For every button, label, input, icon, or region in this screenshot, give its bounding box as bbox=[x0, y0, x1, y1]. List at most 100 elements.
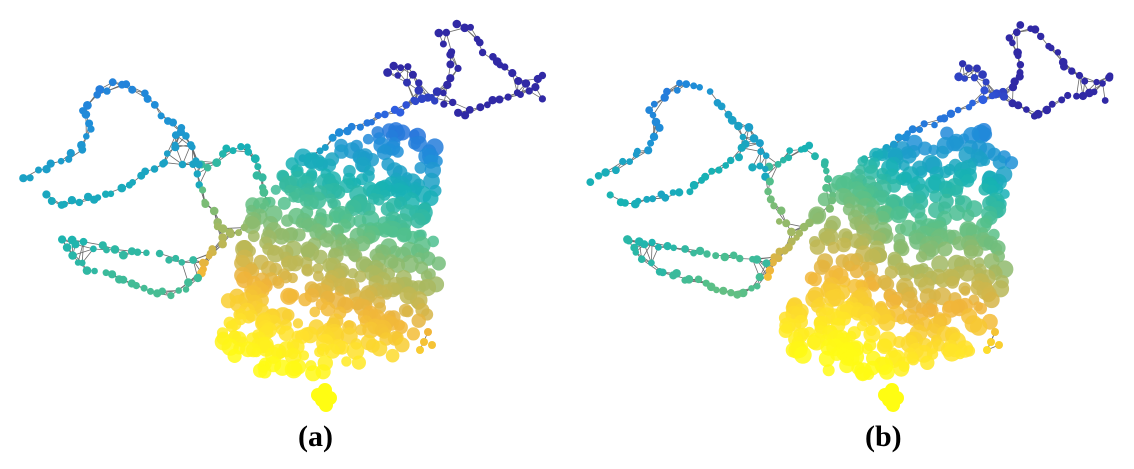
graph-node bbox=[1016, 21, 1025, 29]
graph-node bbox=[178, 259, 186, 266]
graph-node bbox=[237, 143, 245, 151]
graph-node bbox=[172, 254, 180, 262]
graph-node bbox=[396, 108, 405, 117]
graph-node bbox=[1054, 49, 1062, 56]
graph-node bbox=[150, 101, 159, 109]
graph-node bbox=[159, 160, 167, 168]
graph-node bbox=[696, 84, 703, 91]
graph-node bbox=[931, 121, 938, 129]
graph-node bbox=[273, 228, 290, 245]
graph-node bbox=[182, 132, 190, 140]
graph-node bbox=[373, 194, 385, 206]
graph-node bbox=[298, 292, 312, 307]
graph-node bbox=[420, 270, 433, 282]
graph-node bbox=[908, 125, 917, 134]
graph-node bbox=[404, 63, 412, 71]
graph-node bbox=[47, 197, 56, 205]
graph-node bbox=[777, 206, 786, 215]
graph-node bbox=[824, 289, 842, 307]
graph-node bbox=[861, 343, 873, 355]
graph-node bbox=[305, 365, 322, 382]
graph-node bbox=[836, 237, 851, 253]
graph-node bbox=[991, 328, 999, 336]
graph-node bbox=[484, 101, 491, 109]
graph-node bbox=[868, 281, 880, 292]
graph-node bbox=[1105, 73, 1114, 82]
graph-node bbox=[982, 78, 990, 86]
graph-node bbox=[127, 247, 136, 256]
graph-node bbox=[669, 271, 678, 280]
graph-node bbox=[753, 282, 761, 290]
graph-node bbox=[406, 327, 420, 341]
graph-node bbox=[619, 157, 627, 166]
graph-node bbox=[371, 340, 388, 357]
graph-node bbox=[946, 109, 956, 119]
graph-node bbox=[418, 279, 437, 297]
graph-node bbox=[143, 249, 150, 257]
graph-node bbox=[465, 106, 474, 114]
graph-node bbox=[787, 227, 796, 237]
graph-node bbox=[195, 181, 203, 189]
graph-node bbox=[278, 325, 295, 342]
graph-node bbox=[1064, 91, 1072, 100]
graph-node bbox=[411, 97, 420, 106]
graph-node bbox=[896, 242, 910, 257]
graph-node bbox=[258, 365, 272, 379]
graph-node bbox=[818, 350, 835, 367]
graph-node bbox=[312, 263, 324, 274]
graph-node bbox=[182, 286, 190, 293]
graph-node bbox=[936, 145, 949, 159]
graph-node bbox=[431, 97, 439, 105]
graph-node bbox=[222, 144, 231, 153]
graph-node bbox=[205, 252, 213, 260]
graph-node bbox=[706, 88, 714, 95]
graph-node bbox=[415, 79, 423, 87]
graph-node bbox=[85, 119, 94, 128]
graph-node bbox=[893, 360, 910, 377]
graph-node bbox=[983, 346, 991, 354]
graph-node bbox=[71, 240, 80, 249]
graph-node bbox=[958, 264, 976, 282]
graph-node bbox=[394, 72, 402, 79]
graph-node bbox=[809, 239, 826, 255]
graph-node bbox=[218, 239, 227, 249]
graph-node bbox=[626, 158, 633, 166]
graph-node bbox=[394, 337, 410, 353]
graph-node bbox=[411, 313, 426, 328]
graph-node bbox=[1048, 100, 1056, 108]
graph-node bbox=[280, 287, 298, 305]
graph-node bbox=[752, 255, 762, 264]
graph-node bbox=[886, 398, 900, 412]
graph-node bbox=[896, 313, 908, 325]
graph-node bbox=[125, 181, 133, 189]
graph-node bbox=[729, 251, 738, 260]
graph-node bbox=[712, 252, 720, 260]
graph-node bbox=[292, 318, 304, 329]
graph-node bbox=[1093, 78, 1100, 86]
graph-node bbox=[1073, 92, 1080, 100]
graph-node bbox=[439, 40, 447, 48]
graph-node bbox=[90, 195, 99, 204]
graph-node bbox=[362, 321, 379, 339]
graph-node bbox=[824, 175, 833, 184]
graph-node bbox=[247, 230, 260, 243]
graph-node bbox=[960, 174, 975, 188]
graph-node bbox=[401, 305, 414, 318]
graph-node bbox=[1037, 32, 1045, 41]
graph-node bbox=[408, 70, 417, 79]
graph-node bbox=[669, 189, 677, 196]
graph-node bbox=[736, 254, 744, 263]
graph-node bbox=[460, 23, 470, 33]
graph-node bbox=[644, 146, 653, 155]
graph-node bbox=[839, 357, 855, 374]
graph-node bbox=[606, 191, 614, 199]
graph-node bbox=[737, 143, 746, 152]
graph-node bbox=[650, 100, 658, 108]
graph-node bbox=[321, 144, 329, 151]
network-graph-b bbox=[586, 21, 1114, 412]
graph-node bbox=[169, 118, 177, 127]
graph-node bbox=[827, 183, 838, 194]
graph-node bbox=[440, 89, 447, 97]
graph-node bbox=[199, 186, 207, 194]
graph-node bbox=[461, 111, 470, 120]
